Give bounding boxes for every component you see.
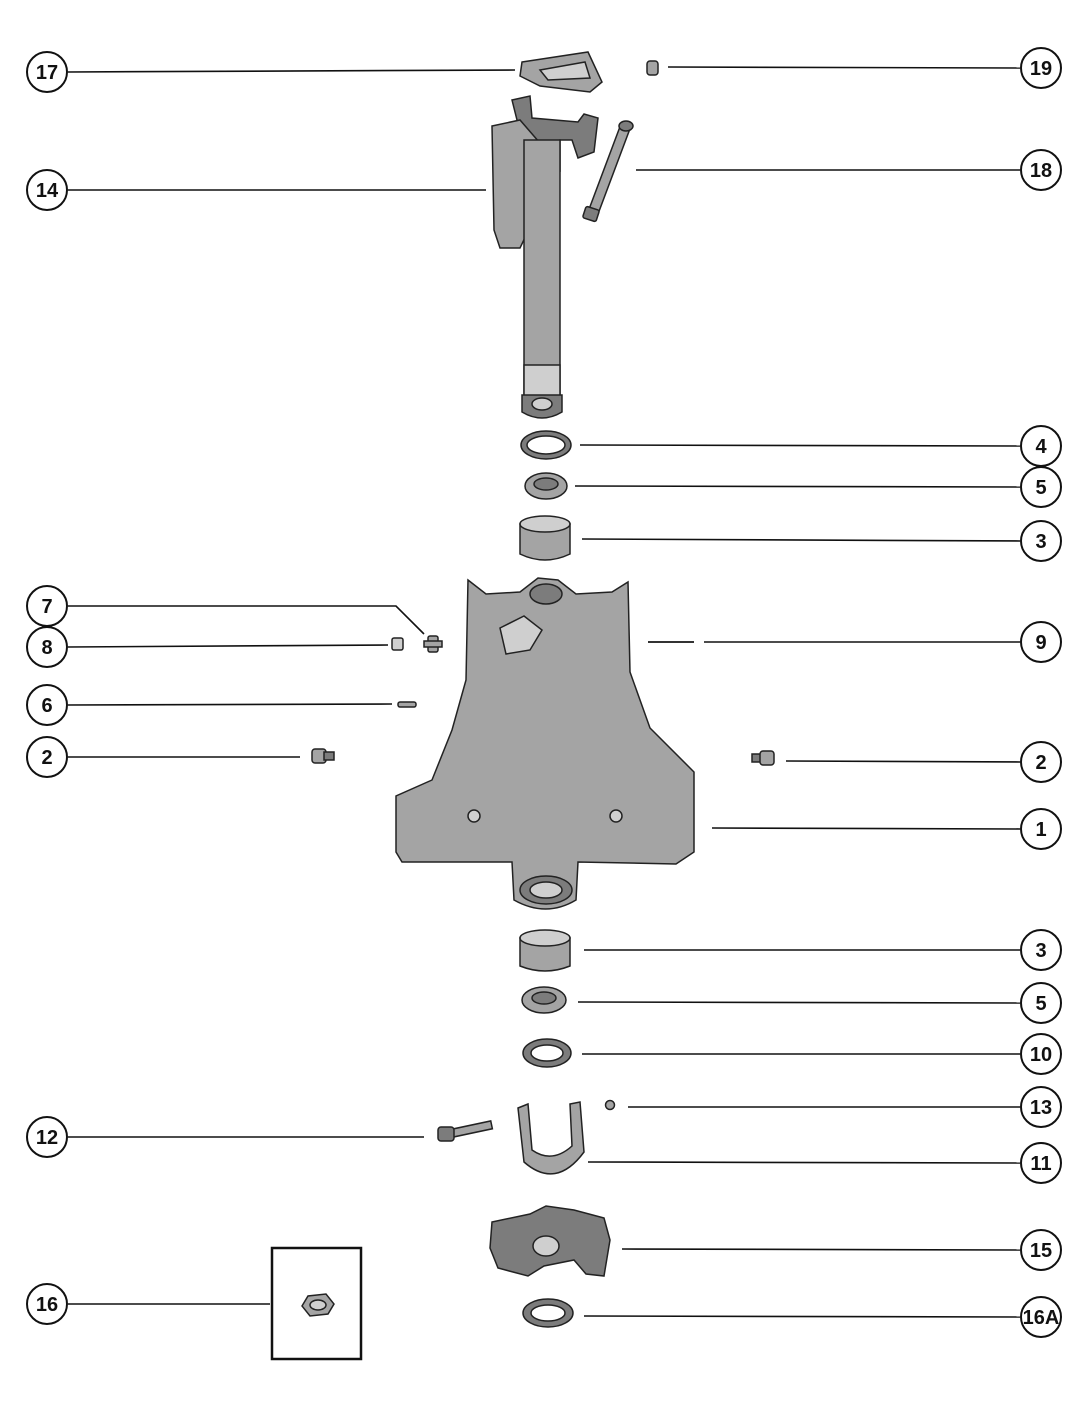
callout-label: 12 <box>36 1127 58 1149</box>
part-1-housing <box>395 577 695 910</box>
callout-label: 3 <box>1035 531 1046 553</box>
callout-10: 10 <box>1020 1033 1062 1075</box>
callout-19: 19 <box>1020 47 1062 89</box>
callout-label: 19 <box>1030 58 1052 80</box>
callout-14: 14 <box>26 169 68 211</box>
callout-17: 17 <box>26 51 68 93</box>
callout-3-upper: 3 <box>1020 520 1062 562</box>
callout-label: 9 <box>1035 632 1046 654</box>
part-7-8-fitting <box>391 635 443 653</box>
part-15-yoke <box>489 1205 611 1277</box>
part-17-cap-plate <box>519 51 603 93</box>
callout-15: 15 <box>1020 1229 1062 1271</box>
callout-label: 16A <box>1023 1307 1060 1329</box>
part-2-screw-right <box>751 750 775 766</box>
callout-label: 8 <box>41 637 52 659</box>
callout-label: 17 <box>36 62 58 84</box>
part-3-bushing-lower <box>519 929 571 972</box>
callout-2-right: 2 <box>1020 741 1062 783</box>
part-11-clamp <box>517 1101 585 1175</box>
callout-13: 13 <box>1020 1086 1062 1128</box>
callout-label: 7 <box>41 596 52 618</box>
callout-label: 5 <box>1035 477 1046 499</box>
callout-label: 6 <box>41 695 52 717</box>
part-13-nut <box>604 1099 616 1111</box>
callout-9: 9 <box>1020 621 1062 663</box>
part-19-nut <box>646 60 659 76</box>
callout-label: 16 <box>36 1294 58 1316</box>
callout-5-lower: 5 <box>1020 982 1062 1024</box>
part-12-bolt <box>437 1120 494 1142</box>
callout-7: 7 <box>26 585 68 627</box>
callout-16a: 16A <box>1020 1296 1062 1338</box>
callout-label: 1 <box>1035 819 1046 841</box>
callout-16: 16 <box>26 1283 68 1325</box>
part-4-ring <box>520 430 572 460</box>
callout-label: 18 <box>1030 160 1052 182</box>
part-10-washer <box>522 1038 572 1068</box>
callout-11: 11 <box>1020 1142 1062 1184</box>
callout-12: 12 <box>26 1116 68 1158</box>
leader-lines <box>67 66 1021 1318</box>
callout-label: 15 <box>1030 1240 1052 1262</box>
callout-label: 3 <box>1035 940 1046 962</box>
callout-label: 5 <box>1035 993 1046 1015</box>
callout-2-left: 2 <box>26 736 68 778</box>
part-5-bearing-lower <box>521 986 567 1014</box>
callout-6: 6 <box>26 684 68 726</box>
part-18-bolt <box>582 120 634 223</box>
part-3-bushing-upper <box>519 515 571 561</box>
callout-5-upper: 5 <box>1020 466 1062 508</box>
callout-1: 1 <box>1020 808 1062 850</box>
part-5-bearing-upper <box>524 472 568 500</box>
callout-18: 18 <box>1020 149 1062 191</box>
callout-label: 14 <box>36 180 59 202</box>
part-16-inset <box>270 1246 363 1361</box>
part-2-screw-left <box>311 748 335 764</box>
callout-label: 4 <box>1035 436 1047 458</box>
part-6-screw <box>397 701 417 708</box>
callout-label: 2 <box>41 747 52 769</box>
callout-3-lower: 3 <box>1020 929 1062 971</box>
callout-label: 10 <box>1030 1044 1052 1066</box>
callout-4: 4 <box>1020 425 1062 467</box>
callout-label: 2 <box>1035 752 1046 774</box>
callout-8: 8 <box>26 626 68 668</box>
part-16a-washer <box>522 1298 574 1328</box>
callout-label: 13 <box>1030 1097 1052 1119</box>
part-14-shaft <box>491 95 599 419</box>
callout-label: 11 <box>1030 1153 1051 1175</box>
